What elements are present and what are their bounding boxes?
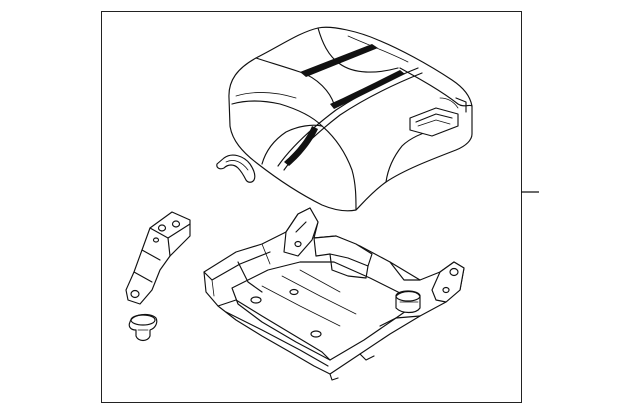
side-bracket: [125, 211, 191, 305]
seat-frame: [203, 207, 465, 381]
wire-clip: [216, 154, 256, 183]
diagram-frame: [101, 11, 522, 403]
seat-cushion: [228, 26, 473, 212]
push-pin-fastener: [128, 313, 158, 342]
